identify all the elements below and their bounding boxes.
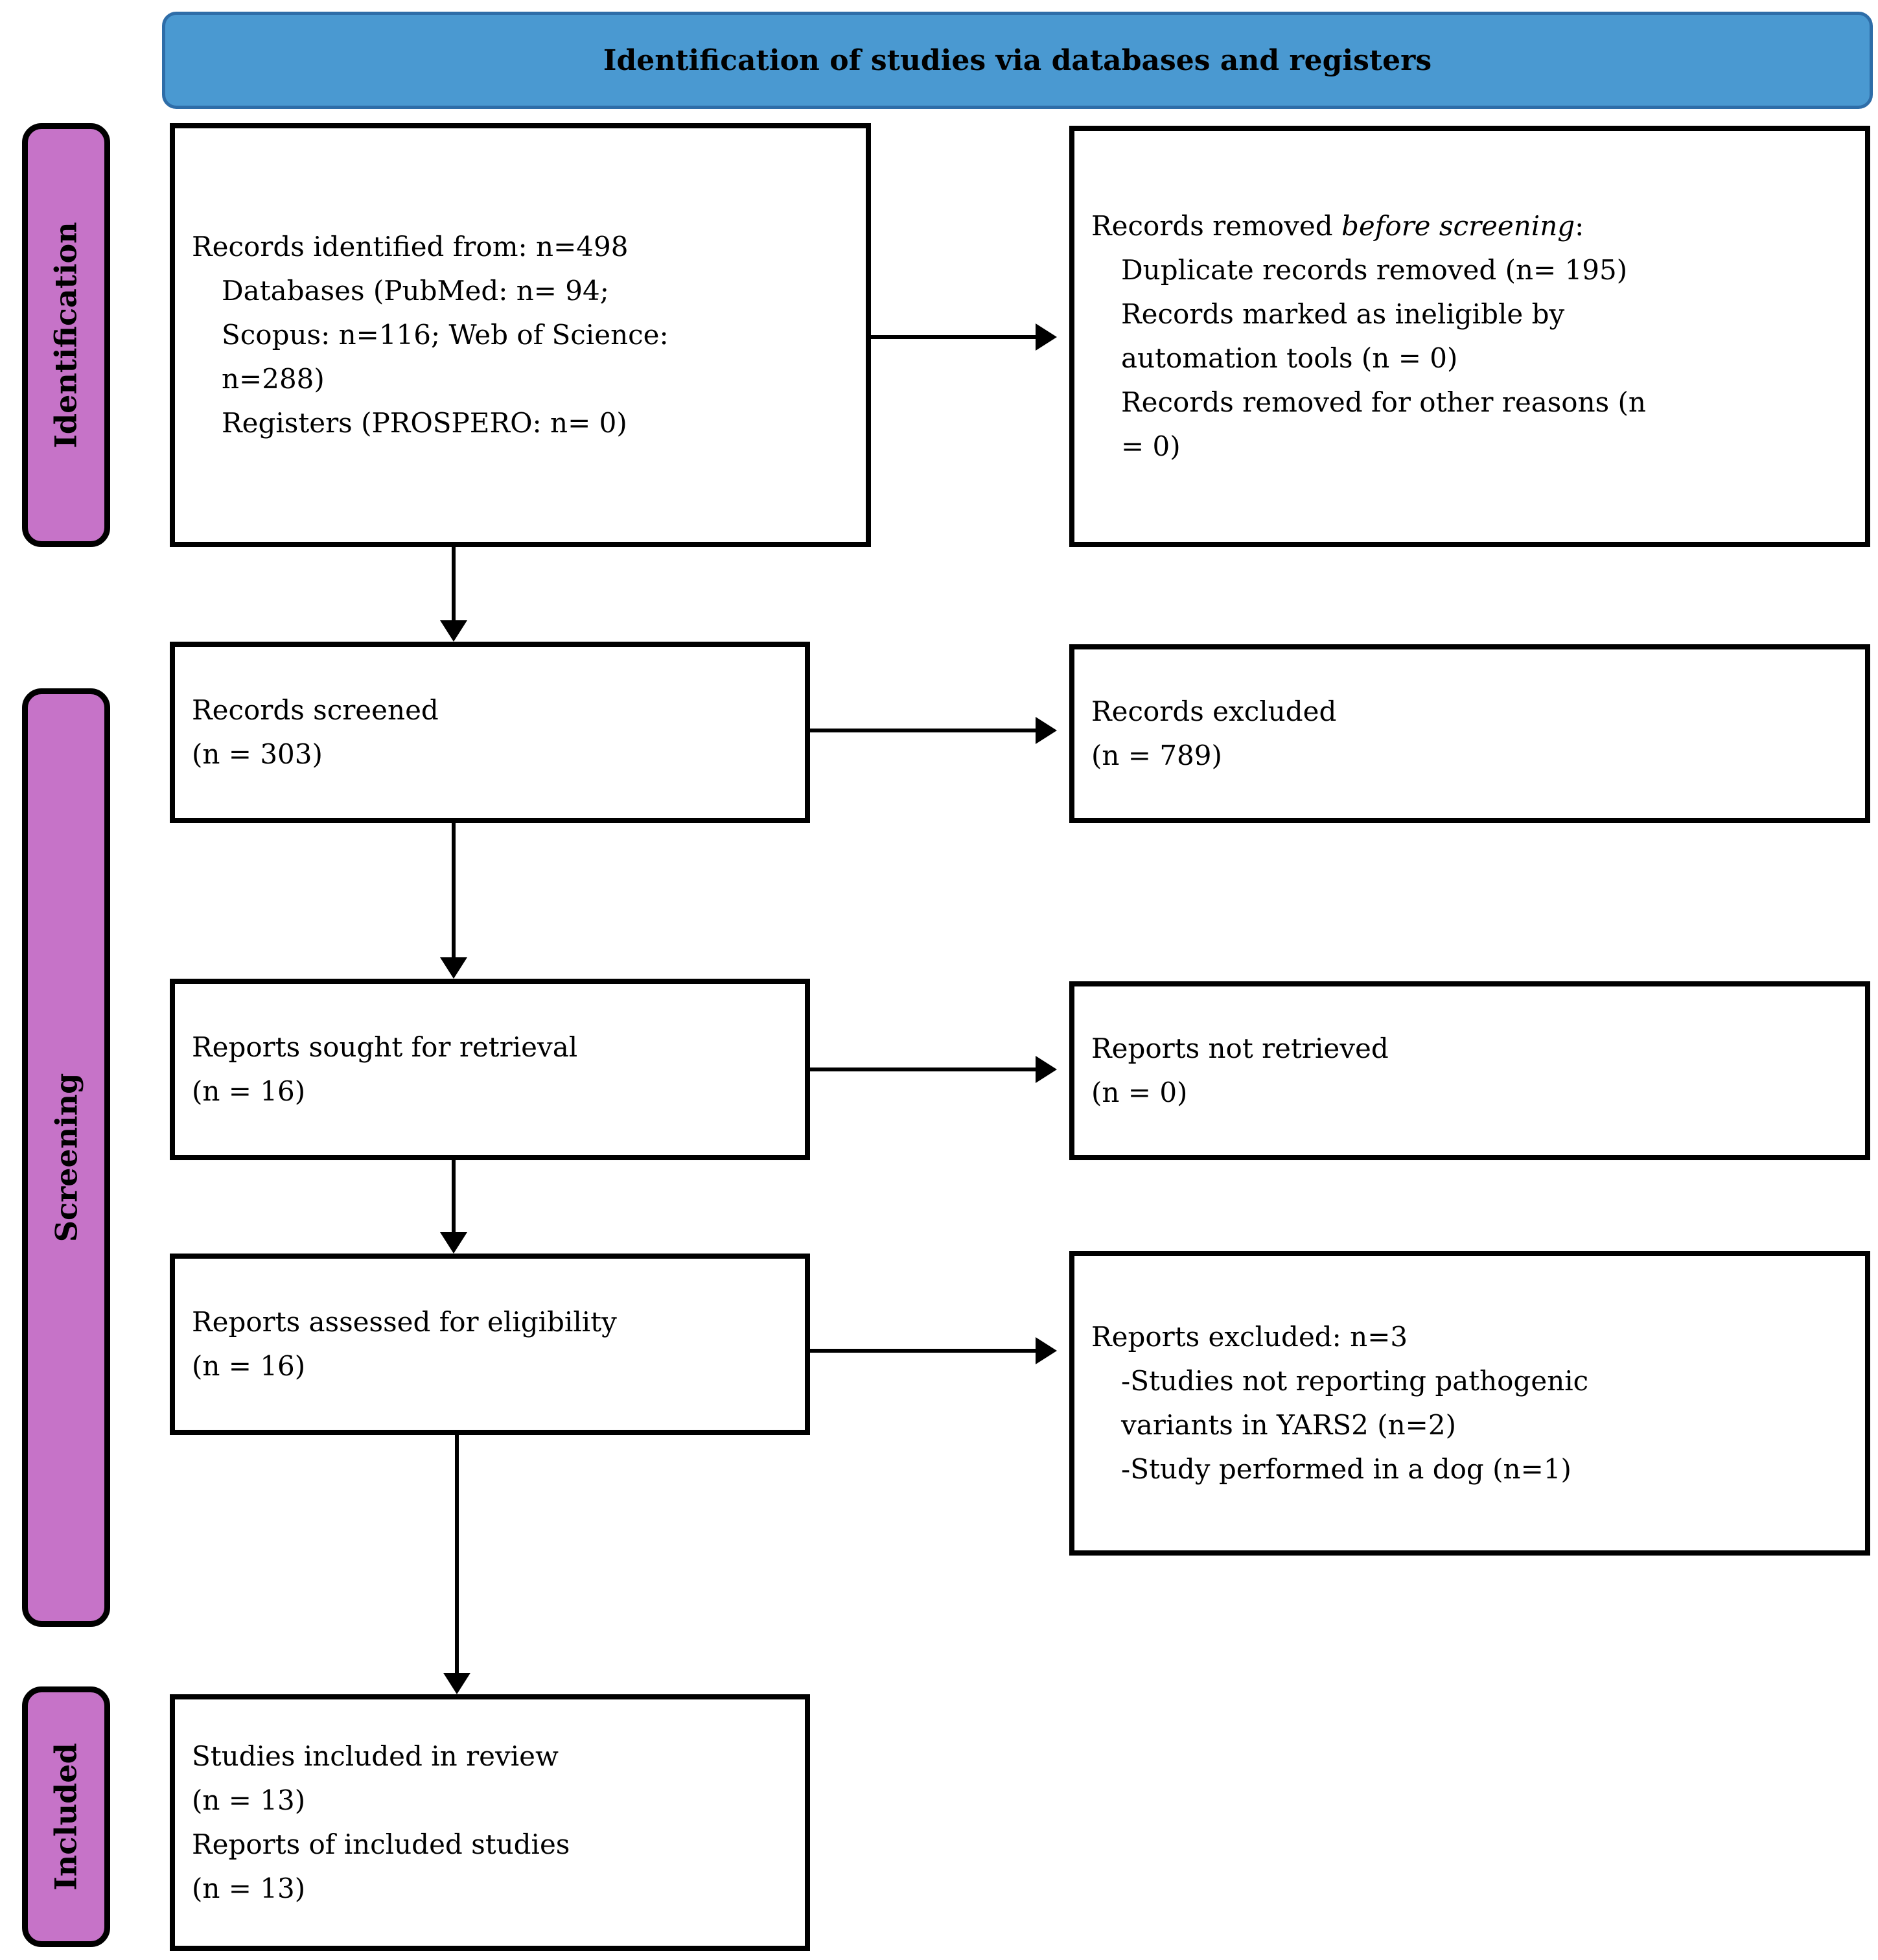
- arrow-identified-to-screened-head: [440, 620, 467, 642]
- text-line: Records marked as ineligible by: [1121, 298, 1565, 330]
- arrow-assessed-to-excluded-line: [810, 1349, 1036, 1353]
- stage-screening-label: Screening: [49, 1073, 84, 1242]
- diagram-title: Identification of studies via databases …: [603, 43, 1432, 77]
- stage-included-label: Included: [49, 1743, 84, 1891]
- text-line: variants in YARS2 (n=2): [1121, 1409, 1456, 1441]
- text-line: Studies included in review: [192, 1740, 559, 1772]
- stage-screening: Screening: [22, 688, 110, 1627]
- box-studies-included: Studies included in review (n = 13) Repo…: [170, 1694, 810, 1951]
- text-line: Databases (PubMed: n= 94;: [222, 275, 609, 307]
- box-reports-excluded: Reports excluded: n=3 -Studies not repor…: [1069, 1251, 1870, 1556]
- text-line: automation tools (n = 0): [1121, 342, 1458, 374]
- arrow-identified-to-removed-line: [871, 335, 1036, 339]
- text-line: Scopus: n=116; Web of Science:: [222, 319, 669, 351]
- arrow-assessed-to-excluded-head: [1036, 1337, 1057, 1364]
- text-line: (n = 0): [1091, 1077, 1188, 1108]
- box-reports-sought: Reports sought for retrieval (n = 16): [170, 979, 810, 1160]
- text-line: -Study performed in a dog (n=1): [1121, 1453, 1571, 1485]
- stage-included: Included: [22, 1686, 110, 1947]
- text-line: (n = 16): [192, 1075, 306, 1107]
- text-line: Records removed before screening:: [1091, 210, 1584, 242]
- arrow-sought-to-assessed-head: [440, 1232, 467, 1254]
- stage-identification: Identification: [22, 123, 110, 547]
- box-records-removed: Records removed before screening: Duplic…: [1069, 126, 1870, 547]
- text-line: n=288): [222, 363, 325, 395]
- text-line: (n = 13): [192, 1784, 306, 1816]
- arrow-screened-to-sought-head: [440, 957, 467, 979]
- arrow-sought-to-not-retrieved-head: [1036, 1056, 1057, 1083]
- box-records-screened: Records screened (n = 303): [170, 642, 810, 823]
- text-line: -Studies not reporting pathogenic: [1121, 1365, 1589, 1397]
- arrow-sought-to-not-retrieved-line: [810, 1068, 1036, 1071]
- text-line: Reports sought for retrieval: [192, 1031, 578, 1063]
- box-reports-not-retrieved: Reports not retrieved (n = 0): [1069, 981, 1870, 1160]
- text-line: Records identified from: n=498: [192, 231, 629, 262]
- text-line: Reports of included studies: [192, 1828, 570, 1860]
- box-records-excluded: Records excluded (n = 789): [1069, 644, 1870, 823]
- text-line: Registers (PROSPERO: n= 0): [222, 407, 627, 439]
- arrow-screened-to-excluded-line: [810, 729, 1036, 732]
- text-line: Duplicate records removed (n= 195): [1121, 254, 1628, 286]
- arrow-identified-to-screened-line: [452, 547, 456, 621]
- arrow-assessed-to-included-line: [455, 1435, 459, 1674]
- arrow-assessed-to-included-head: [443, 1673, 470, 1694]
- arrow-screened-to-excluded-head: [1036, 717, 1057, 744]
- text-line: (n = 789): [1091, 740, 1222, 771]
- text-line: Records screened: [192, 694, 439, 726]
- text-line: Records excluded: [1091, 695, 1337, 727]
- diagram-header: Identification of studies via databases …: [162, 12, 1873, 109]
- arrow-sought-to-assessed-line: [452, 1160, 456, 1233]
- arrow-screened-to-sought-line: [452, 823, 456, 958]
- text-line: Reports assessed for eligibility: [192, 1306, 617, 1338]
- text-line: = 0): [1121, 430, 1181, 462]
- stage-identification-label: Identification: [49, 222, 84, 449]
- box-reports-assessed: Reports assessed for eligibility (n = 16…: [170, 1254, 810, 1435]
- text-line: Reports not retrieved: [1091, 1032, 1389, 1064]
- arrow-identified-to-removed-head: [1036, 323, 1057, 351]
- text-line: Records removed for other reasons (n: [1121, 386, 1646, 418]
- text-line: (n = 13): [192, 1872, 306, 1904]
- text-line: (n = 16): [192, 1350, 306, 1382]
- box-records-identified: Records identified from: n=498 Databases…: [170, 123, 871, 547]
- text-line: (n = 303): [192, 738, 323, 770]
- text-line: Reports excluded: n=3: [1091, 1321, 1408, 1353]
